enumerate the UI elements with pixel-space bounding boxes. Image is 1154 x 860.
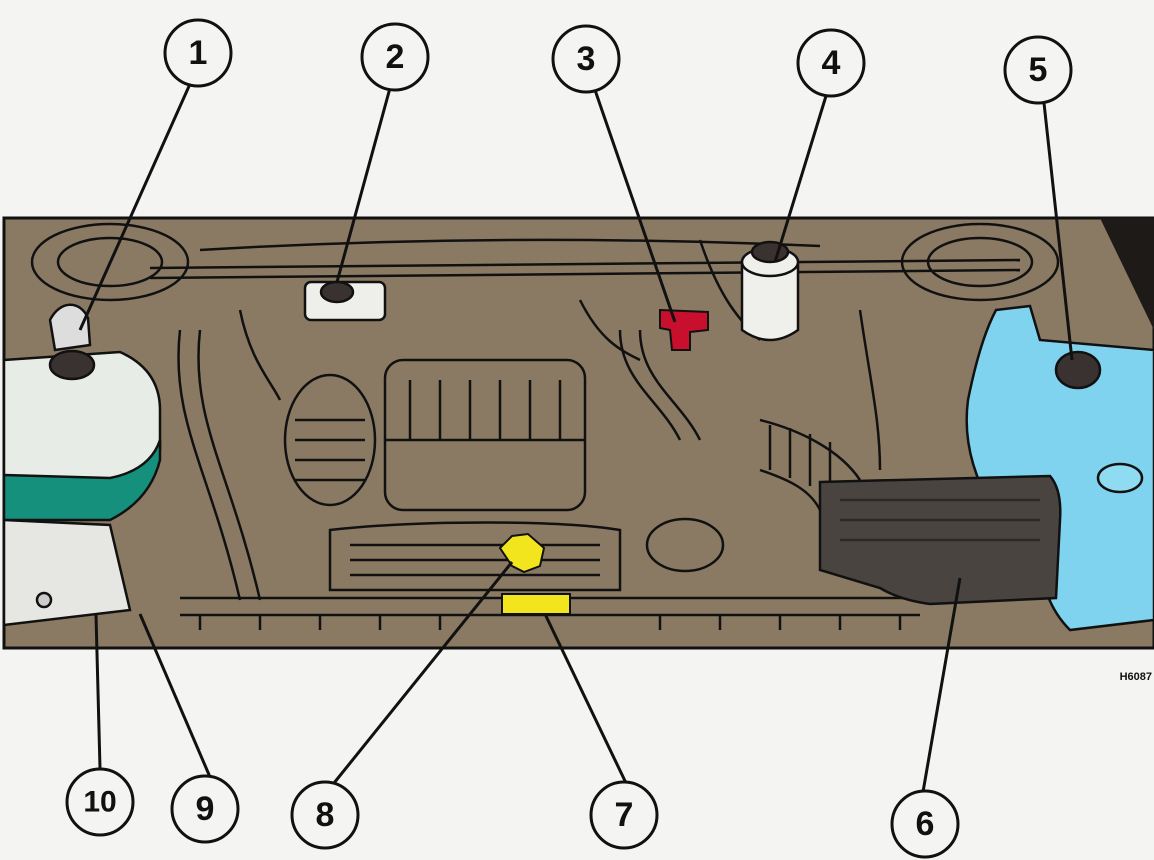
callout-4-number: 4	[822, 44, 841, 82]
callout-5: 5	[1003, 35, 1073, 105]
callout-6-number: 6	[916, 805, 935, 843]
oil-filler-cap	[501, 593, 571, 615]
callout-7: 7	[589, 780, 659, 850]
air-cleaner-housing	[818, 474, 1062, 606]
callout-3-number: 3	[577, 40, 596, 78]
callout-2-number: 2	[386, 38, 405, 76]
callout-9-number: 9	[196, 790, 215, 828]
callout-8: 8	[290, 780, 360, 850]
callout-1: 1	[163, 18, 233, 88]
callout-10: 10	[65, 767, 135, 837]
callout-2: 2	[360, 22, 430, 92]
brake-fluid-reservoir	[303, 280, 387, 322]
engine-bay-dark-corner	[1100, 218, 1154, 330]
callout-5-number: 5	[1029, 51, 1048, 89]
callout-1-number: 1	[189, 34, 208, 72]
callout-8-number: 8	[316, 796, 335, 834]
callout-10-number: 10	[83, 786, 116, 819]
callout-6: 6	[890, 789, 960, 859]
callout-7-number: 7	[615, 796, 634, 834]
leader-lines	[78, 83, 1074, 793]
callout-9: 9	[170, 774, 240, 844]
coolant-reservoir	[2, 303, 162, 627]
callout-3: 3	[551, 24, 621, 94]
figure-code: H6087	[1120, 671, 1152, 683]
washer-fluid-reservoir	[965, 304, 1154, 632]
callout-4: 4	[796, 28, 866, 98]
power-steering-reservoir	[740, 240, 800, 342]
red-fitting	[659, 308, 709, 351]
engine-bay-linework	[30, 222, 1060, 630]
